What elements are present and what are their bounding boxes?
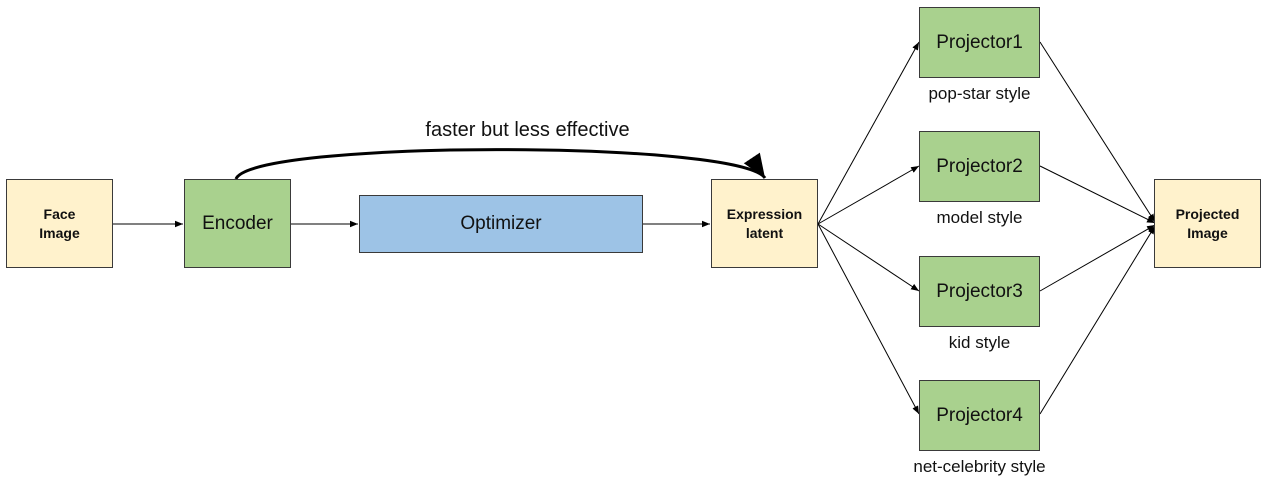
projector4-caption: net-celebrity style: [913, 457, 1046, 476]
edge-latent-to-projector4: [817, 223, 920, 415]
projected-image-node: Projected Image: [1154, 179, 1261, 268]
edge-projector4-to-output: [1039, 225, 1156, 415]
bypass-label: faster but less effective: [425, 119, 630, 141]
optimizer-node: Optimizer: [359, 195, 643, 253]
edge-projector2-to-output: [1039, 165, 1156, 224]
edge-latent-to-projector2: [817, 165, 920, 225]
projector2-caption: model style: [936, 208, 1023, 227]
expression-latent-node: Expression latent: [711, 179, 818, 268]
projector3-node: Projector3: [919, 256, 1040, 327]
projector1-caption: pop-star style: [928, 84, 1031, 103]
projector1-node: Projector1: [919, 7, 1040, 78]
encoder-node: Encoder: [184, 179, 291, 268]
edge-projector1-to-output: [1039, 41, 1156, 223]
edge-latent-to-projector1: [817, 41, 920, 225]
edge-encoder-to-latent-bypass: [234, 148, 767, 180]
projector3-caption: kid style: [948, 333, 1011, 352]
edge-projector3-to-output: [1039, 224, 1156, 292]
face-image-node: Face Image: [6, 179, 113, 268]
projector2-node: Projector2: [919, 131, 1040, 202]
projector4-node: Projector4: [919, 380, 1040, 451]
edge-latent-to-projector3: [817, 223, 920, 292]
